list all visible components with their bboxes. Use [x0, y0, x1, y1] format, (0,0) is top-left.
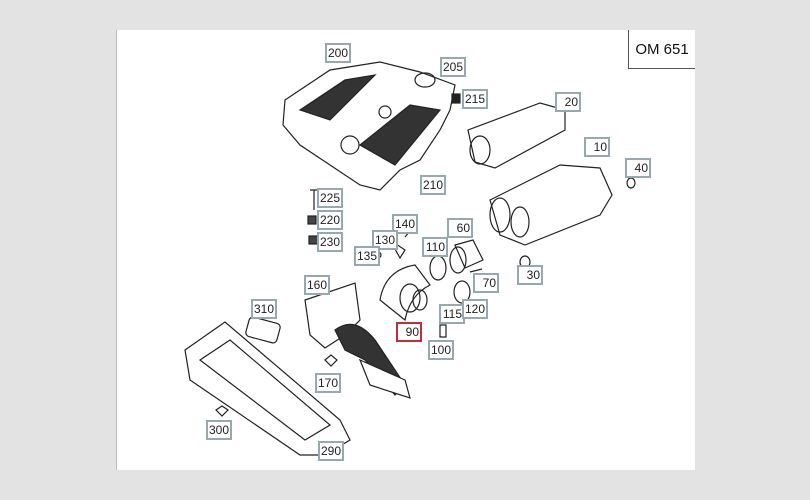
air-filter-element: [467, 102, 566, 169]
part-label-160[interactable]: 160: [304, 275, 331, 295]
part-label-40[interactable]: 40: [625, 158, 651, 178]
intake-duct: [304, 282, 411, 399]
engine-model-label: OM 651: [628, 30, 695, 69]
engine-cover: [282, 61, 456, 191]
part-label-120[interactable]: 120: [462, 299, 489, 319]
part-label-20[interactable]: 20: [555, 92, 581, 112]
star-emblem: [414, 72, 436, 88]
part-label-205[interactable]: 205: [440, 57, 467, 77]
part-label-170[interactable]: 170: [315, 373, 342, 393]
part-label-90-selected[interactable]: 90: [396, 322, 422, 342]
intake-hose: [379, 264, 431, 322]
part-label-30[interactable]: 30: [517, 265, 543, 285]
part-label-210[interactable]: 210: [420, 175, 447, 195]
grommet: [451, 93, 461, 104]
part-label-10[interactable]: 10: [584, 137, 610, 157]
part-label-130[interactable]: 130: [372, 230, 399, 250]
part-label-70[interactable]: 70: [473, 273, 499, 293]
part-label-110[interactable]: 110: [422, 237, 448, 257]
part-label-310[interactable]: 310: [251, 299, 278, 319]
part-label-200[interactable]: 200: [325, 43, 352, 63]
part-label-135[interactable]: 135: [354, 246, 381, 266]
part-label-290[interactable]: 290: [318, 441, 345, 461]
part-label-220[interactable]: 220: [317, 210, 344, 230]
air-filter-housing: [489, 164, 613, 246]
part-label-300[interactable]: 300: [206, 420, 233, 440]
part-label-60[interactable]: 60: [447, 218, 473, 238]
part-label-215[interactable]: 215: [462, 89, 489, 109]
part-label-225[interactable]: 225: [317, 188, 344, 208]
part-label-230[interactable]: 230: [317, 232, 344, 252]
part-label-140[interactable]: 140: [392, 214, 419, 234]
part-label-100[interactable]: 100: [428, 340, 455, 360]
